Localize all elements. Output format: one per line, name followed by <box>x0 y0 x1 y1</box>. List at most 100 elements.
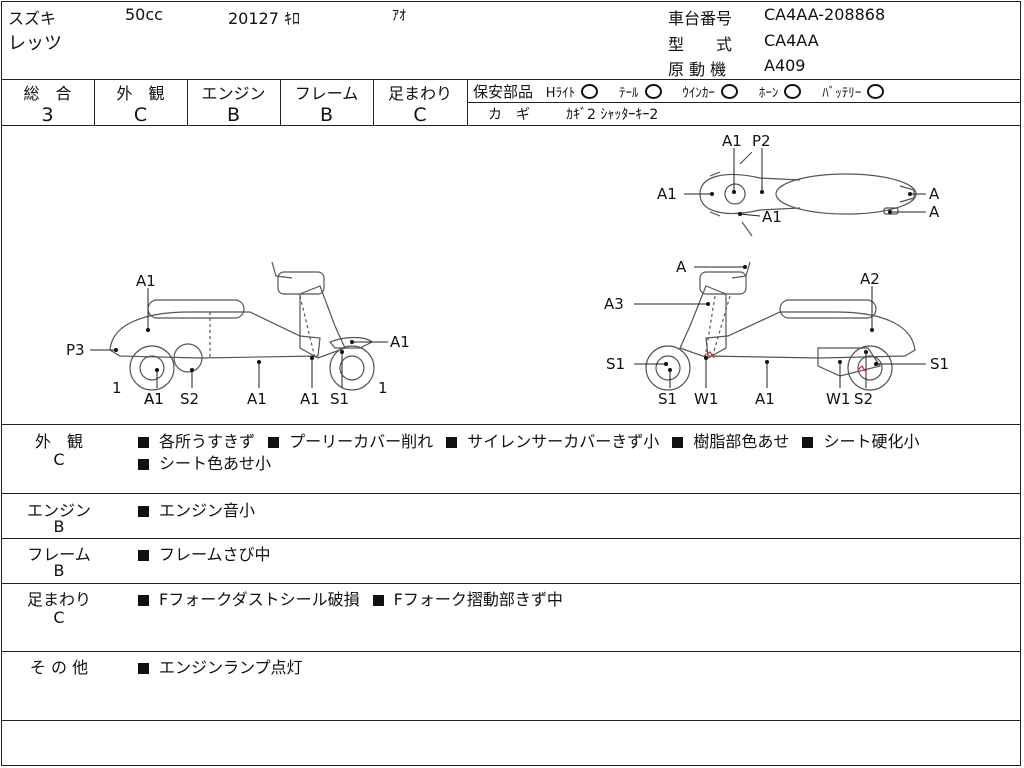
ok-circle-icon <box>581 84 599 99</box>
section-other: そ の 他 エンジンランプ点灯 <box>0 652 1021 720</box>
diagram-label: W1 <box>694 390 718 408</box>
safety-item: ｳｲﾝｶｰ <box>682 84 739 101</box>
diagram-label: A <box>676 258 687 276</box>
divider <box>1 125 1021 126</box>
grade-value: 3 <box>41 104 54 126</box>
ok-circle-icon <box>867 84 885 99</box>
divider <box>94 79 95 125</box>
grade-label: 総 合 <box>23 84 72 103</box>
diagram-label: A1 <box>722 132 742 150</box>
note: Fフォーク摺動部きず中 <box>393 590 563 609</box>
divider <box>1 79 1021 80</box>
divider <box>1 538 1021 539</box>
grade-label: 足まわり <box>387 84 452 103</box>
diagram-label: S1 <box>330 390 349 408</box>
scooter-left-side-icon <box>109 261 375 391</box>
section-title: 足まわり <box>26 590 91 609</box>
note-line: シート色あせ小 <box>138 450 279 474</box>
type-label: 型 式 <box>668 35 733 54</box>
divider <box>373 79 374 125</box>
grade-label: エンジン <box>201 84 266 103</box>
note: エンジン音小 <box>159 501 256 520</box>
note: Fフォークダストシール破損 <box>159 590 360 609</box>
section-exterior: 外 観 C 各所うすきず プーリーカバー削れ サイレンサーカバーきず小 樹脂部色… <box>0 425 1021 493</box>
diagram-label: A2 <box>860 270 880 288</box>
note: シート色あせ小 <box>159 454 272 473</box>
diagram-label: A1 <box>247 390 267 408</box>
bullet-icon <box>802 437 814 448</box>
diagram-label: W1 <box>826 390 850 408</box>
note: フレームさび中 <box>159 545 271 564</box>
grade-label: 外 観 <box>116 84 165 103</box>
grade-frame: フレーム B <box>280 80 373 126</box>
diagram-label: P2 <box>752 132 771 150</box>
bullet-icon <box>268 437 280 448</box>
diagram-label: A1 <box>300 390 320 408</box>
diagram-label: S1 <box>658 390 677 408</box>
frame-no: CA4AA-208868 <box>764 5 886 24</box>
grade-label: フレーム <box>294 84 359 103</box>
section-suspension: 足まわり C Fフォークダストシール破損 Fフォーク摺動部きず中 <box>0 584 1021 651</box>
diagram-label: A1 <box>390 333 410 351</box>
safety-item-label: ｳｲﾝｶｰ <box>682 86 715 101</box>
diagram-label: S2 <box>854 390 873 408</box>
safety-item-label: Hﾗｲﾄ <box>545 86 576 101</box>
divider <box>1 583 1021 584</box>
diagram-label: P3 <box>66 341 85 359</box>
safety-item: ﾎｰﾝ <box>758 84 802 101</box>
bullet-icon <box>372 595 384 606</box>
divider <box>1 424 1021 425</box>
bullet-icon <box>446 437 458 448</box>
divider <box>1 651 1021 652</box>
safety-item: Hﾗｲﾄ <box>545 84 599 101</box>
diagram-label: S2 <box>180 390 199 408</box>
section-grade: C <box>53 450 65 469</box>
section-title: そ の 他 <box>29 658 89 677</box>
diagram-label: A1 <box>657 185 677 203</box>
grade-overall: 総 合 3 <box>1 80 94 126</box>
scooter-top-view-icon <box>699 151 917 237</box>
ok-circle-icon <box>784 84 802 99</box>
diagram-label: A1 <box>762 208 782 226</box>
safety-item-label: ﾎｰﾝ <box>758 86 779 101</box>
section-grade: B <box>53 517 65 536</box>
grade-value: C <box>413 104 427 126</box>
diagram-label: S1 <box>606 355 625 373</box>
safety-item: ﾊﾞｯﾃﾘｰ <box>822 84 885 101</box>
divider <box>187 79 188 125</box>
engine-label: 原 動 機 <box>668 60 727 79</box>
note: 各所うすきず <box>159 432 256 451</box>
note-line: 各所うすきず プーリーカバー削れ サイレンサーカバーきず小 樹脂部色あせ シート… <box>138 428 927 452</box>
bullet-icon <box>138 506 149 517</box>
divider <box>280 79 281 125</box>
diagram-label: A1 <box>136 272 156 290</box>
section-title: フレーム <box>27 545 91 564</box>
diagram-label: A <box>929 203 940 221</box>
section-grade: B <box>53 561 65 580</box>
note-line: Fフォークダストシール破損 Fフォーク摺動部きず中 <box>138 586 571 610</box>
bullet-icon <box>138 437 149 448</box>
maker: スズキ <box>8 9 57 28</box>
section-engine: エンジン B エンジン音小 <box>0 494 1021 538</box>
diagram-label: A1 <box>144 390 164 408</box>
mileage: 20127 ｷﾛ <box>228 9 300 28</box>
grade-exterior: 外 観 C <box>94 80 187 126</box>
note-line: エンジン音小 <box>138 497 263 521</box>
damage-mark-icon <box>703 351 867 373</box>
note: エンジンランプ点灯 <box>159 658 303 677</box>
grade-suspension: 足まわり C <box>373 80 467 126</box>
diagram-label: S1 <box>930 355 949 373</box>
type-value: CA4AA <box>764 31 819 50</box>
safety-item-label: ﾊﾞｯﾃﾘｰ <box>822 86 862 101</box>
scooter-right-side-icon <box>645 261 916 391</box>
body-color: ｱｵ <box>392 8 406 24</box>
note-line: フレームさび中 <box>138 541 279 565</box>
grade-value: B <box>319 104 334 126</box>
bullet-icon <box>138 595 149 606</box>
engine-value: A409 <box>764 56 806 75</box>
divider <box>467 102 1021 103</box>
grade-value: B <box>226 104 241 126</box>
divider <box>1 493 1021 494</box>
diagram-label: A1 <box>144 390 164 408</box>
note: プーリーカバー削れ <box>289 432 434 451</box>
